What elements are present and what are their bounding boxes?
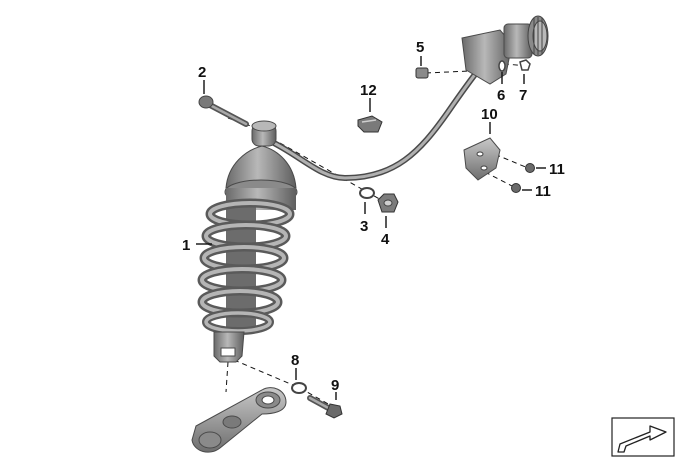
- callout-12: 12: [360, 82, 377, 99]
- nut-7: [519, 59, 531, 71]
- callout-1: 1: [182, 237, 190, 254]
- spring-preload-adjuster: [461, 15, 549, 85]
- clip-12: [357, 115, 383, 133]
- shock-absorber-1: [197, 120, 298, 363]
- screw-11-lower: [511, 183, 521, 193]
- washer-8: [291, 382, 307, 394]
- callout-10: 10: [481, 106, 498, 123]
- callout-leaders: [196, 56, 546, 400]
- bolt-5: [415, 67, 429, 79]
- callout-7: 7: [519, 87, 527, 104]
- bolt-2: [198, 95, 249, 127]
- callout-2: 2: [198, 64, 206, 81]
- callout-3: 3: [360, 218, 368, 235]
- arrow-direction-icon: [617, 425, 667, 453]
- bolt-9: [307, 395, 343, 419]
- callout-11-lower: 11: [535, 183, 551, 200]
- direction-box: [611, 417, 675, 457]
- coil-spring: [197, 198, 295, 335]
- callout-6: 6: [497, 87, 505, 104]
- callout-5: 5: [416, 39, 424, 56]
- washer-3: [359, 187, 375, 199]
- screw-11-upper: [525, 163, 535, 173]
- callout-9: 9: [331, 377, 339, 394]
- bracket-10: [463, 137, 501, 181]
- linkage-lever: [191, 387, 287, 453]
- washer-6: [498, 60, 506, 72]
- callout-4: 4: [381, 231, 390, 248]
- nut-4: [377, 193, 399, 213]
- callout-8: 8: [291, 352, 299, 369]
- callout-11-upper: 11: [549, 161, 565, 178]
